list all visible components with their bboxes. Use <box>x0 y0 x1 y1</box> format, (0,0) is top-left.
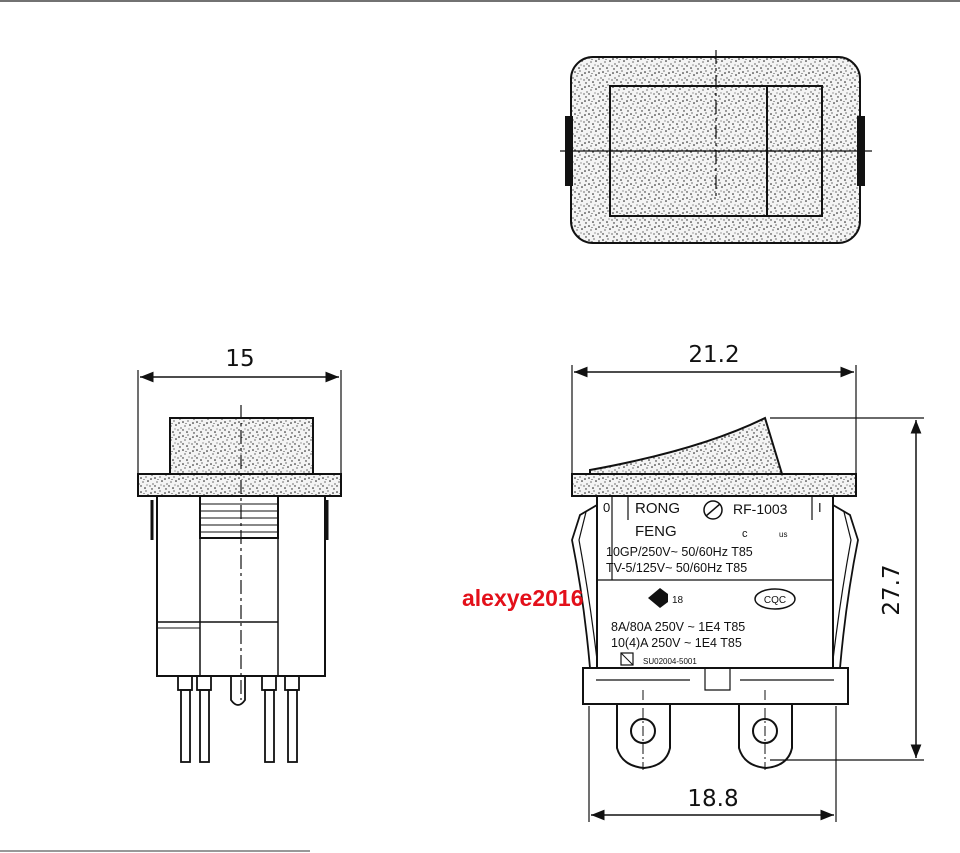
rating-line-4: 10(4)A 250V ~ 1E4 T85 <box>611 636 742 650</box>
rating-line-2: TV-5/125V~ 50/60Hz T85 <box>606 561 747 575</box>
position-off-label: 0 <box>603 500 610 515</box>
cert-number: 18 <box>672 595 684 606</box>
position-on-label: I <box>818 500 822 515</box>
front-view-flange <box>571 473 857 497</box>
top-view <box>560 50 872 244</box>
model-number: RF-1003 <box>733 501 788 517</box>
cert-code-square <box>620 652 634 666</box>
cqc-label: CQC <box>764 595 786 606</box>
rating-line-1: 10GP/250V~ 50/60Hz T85 <box>606 545 753 559</box>
ccc-mark <box>648 588 668 608</box>
ul-mark: c <box>742 528 748 540</box>
side-view-flange <box>137 473 342 497</box>
brand-name-line-1: RONG <box>635 500 680 517</box>
cqc-oval <box>754 588 796 610</box>
rating-line-3: 8A/80A 250V ~ 1E4 T85 <box>611 620 745 634</box>
ul-mark-us: us <box>779 530 787 539</box>
terminal-span-label: 18.8 <box>687 786 738 812</box>
height-label: 27.7 <box>879 564 905 615</box>
side-view-pins <box>177 675 300 763</box>
brand-logo-circle <box>703 500 723 520</box>
front-view-rocker <box>589 416 784 475</box>
left-terminal <box>616 690 671 770</box>
brand-name-line-2: FENG <box>635 523 677 540</box>
cert-code: SU02004-5001 <box>643 657 697 666</box>
right-terminal <box>738 690 793 770</box>
front-width-label: 21.2 <box>688 342 739 368</box>
side-view <box>137 370 342 763</box>
front-view <box>571 365 924 822</box>
watermark-text: alexye2016 <box>462 585 584 611</box>
side-width-label: 15 <box>225 346 254 372</box>
